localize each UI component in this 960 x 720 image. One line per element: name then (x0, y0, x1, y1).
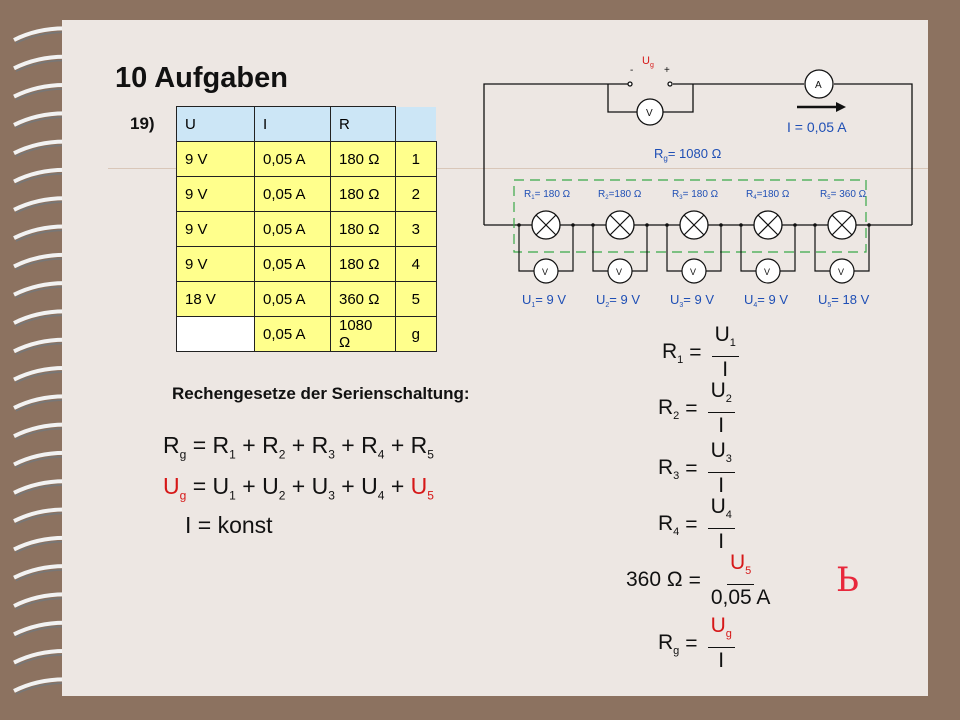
wire-top-right (834, 83, 913, 225)
header-blank (395, 106, 436, 142)
cell-n: 1 (395, 141, 437, 177)
cell-i: 0,05 A (254, 211, 331, 247)
cell-i: 0,05 A (254, 316, 331, 352)
voltmeter-symbol: V (838, 267, 844, 277)
red-mark: Ь (836, 560, 859, 600)
cell-u: 9 V (176, 211, 255, 247)
cell-n: 5 (395, 281, 437, 317)
lamp-resistance-label: R4=180 Ω (746, 189, 790, 201)
cell-r: 1080 Ω (330, 316, 396, 352)
voltmeter-symbol: V (646, 108, 653, 119)
current-label: I = 0,05 A (787, 119, 847, 135)
lamp-resistance-label: R3= 180 Ω (672, 189, 719, 201)
table-row: 18 V 0,05 A 360 Ω 5 (176, 281, 437, 317)
cell-i: 0,05 A (254, 246, 331, 282)
voltmeter-symbol: V (616, 267, 622, 277)
lamp-resistance-label: R5= 360 Ω (820, 189, 867, 201)
source-voltmeter (636, 98, 664, 126)
header-r: R (330, 106, 396, 142)
cell-u (176, 316, 255, 352)
table-row: 9 V 0,05 A 180 Ω 2 (176, 176, 437, 212)
total-resistance-label: Rg= 1080 Ω (654, 146, 722, 163)
lamp-voltage-label: U2= 9 V (596, 292, 640, 309)
lamp-group-box (513, 179, 867, 253)
cell-u: 9 V (176, 141, 255, 177)
cell-u: 18 V (176, 281, 255, 317)
lamp-voltage-label: U1= 9 V (522, 292, 566, 309)
lamp-resistance-label: R1= 180 Ω (524, 189, 571, 201)
values-table: U I R 9 V 0,05 A 180 Ω 1 9 V 0,05 A 180 … (176, 106, 437, 352)
header-i: I (254, 106, 331, 142)
table-row: 0,05 A 1080 Ω g (176, 316, 437, 352)
ammeter (804, 69, 834, 99)
lamp-voltage-label: U5= 18 V (818, 292, 870, 309)
table-row: 9 V 0,05 A 180 Ω 1 (176, 141, 437, 177)
formula-total-voltage: Ug = U1 + U2 + U3 + U4 + U5 (163, 473, 434, 503)
lamp-voltmeter-3 (681, 258, 707, 284)
cell-r: 180 Ω (330, 141, 396, 177)
cell-n: g (395, 316, 437, 352)
cell-u: 9 V (176, 246, 255, 282)
terminal-plus (667, 81, 673, 87)
table-header-row: U I R (176, 106, 436, 142)
source-plus-label: + (664, 65, 670, 76)
voltmeter-symbol: V (764, 267, 770, 277)
divider-line (108, 168, 928, 169)
cell-u: 9 V (176, 176, 255, 212)
formula-constant-current: I = konst (185, 512, 273, 538)
terminal-minus (627, 81, 633, 87)
lamp-voltmeter-1 (533, 258, 559, 284)
cell-i: 0,05 A (254, 141, 331, 177)
wire-left-top (483, 83, 608, 225)
voltmeter-symbol: V (690, 267, 696, 277)
source-label: Ug (642, 55, 654, 69)
cell-n: 3 (395, 211, 437, 247)
header-u: U (176, 106, 255, 142)
lamp-voltage-label: U4= 9 V (744, 292, 788, 309)
source-minus-label: - (630, 65, 633, 76)
cell-n: 4 (395, 246, 437, 282)
voltmeter-symbol: V (542, 267, 548, 277)
cell-r: 180 Ω (330, 176, 396, 212)
lamp-voltage-label: U3= 9 V (670, 292, 714, 309)
rules-heading: Rechengesetze der Serienschaltung: (172, 384, 470, 403)
lamp-resistance-label: R2=180 Ω (598, 189, 642, 201)
task-number: 19) (130, 114, 155, 133)
ammeter-symbol: A (815, 80, 822, 91)
page-title: 10 Aufgaben (115, 62, 288, 94)
formula-total-resistance: Rg = R1 + R2 + R3 + R4 + R5 (163, 432, 434, 462)
lamp-voltmeter-4 (755, 258, 781, 284)
cell-r: 360 Ω (330, 281, 396, 317)
lamp-voltmeter-2 (607, 258, 633, 284)
formula-lhs: Rg (163, 432, 187, 462)
lamp-voltmeter-5 (829, 258, 855, 284)
